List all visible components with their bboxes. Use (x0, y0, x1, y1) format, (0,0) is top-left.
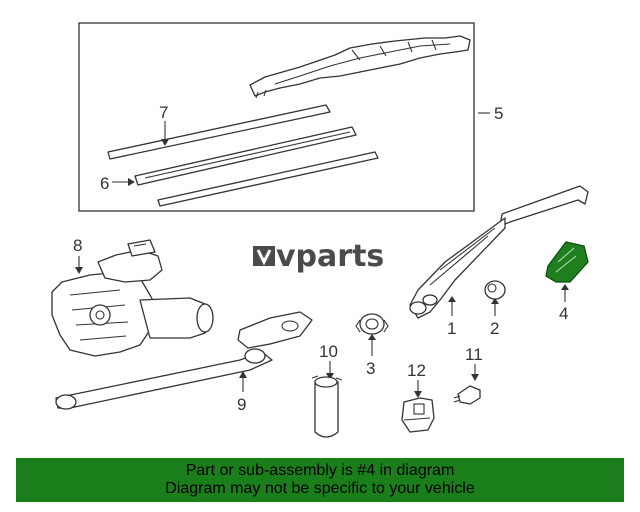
leader-lines (75, 112, 569, 398)
wiper-arm (409, 185, 589, 319)
wiper-motor (51, 239, 214, 357)
cylinder-part (311, 375, 343, 438)
vparts-logo: vparts (253, 239, 384, 274)
info-banner: Part or sub-assembly is #4 in diagram Di… (16, 458, 624, 502)
callout-9: 9 (237, 395, 246, 414)
callout-3: 3 (366, 359, 375, 378)
blade-assembly-box (78, 22, 475, 212)
callout-10: 10 (319, 342, 338, 361)
bracket-part (401, 397, 435, 433)
callout-numbers: 7 6 5 8 1 2 3 4 9 10 12 11 (73, 103, 568, 414)
callout-12: 12 (407, 361, 426, 380)
callout-4: 4 (559, 304, 568, 323)
callout-2: 2 (490, 319, 499, 338)
callout-6: 6 (100, 174, 109, 193)
logo-text: vparts (276, 239, 384, 274)
banner-line-1: Part or sub-assembly is #4 in diagram (185, 462, 455, 479)
grommet (355, 313, 389, 335)
highlighted-part-4 (545, 241, 589, 283)
wiper-linkage (55, 311, 313, 410)
callout-7: 7 (159, 103, 168, 122)
callout-11: 11 (465, 345, 483, 364)
connector-part (453, 385, 481, 405)
callout-1: 1 (447, 319, 456, 338)
arm-cap (484, 280, 506, 300)
callout-8: 8 (73, 236, 82, 255)
callout-5: 5 (494, 104, 503, 123)
banner-line-2: Diagram may not be specific to your vehi… (165, 480, 475, 497)
